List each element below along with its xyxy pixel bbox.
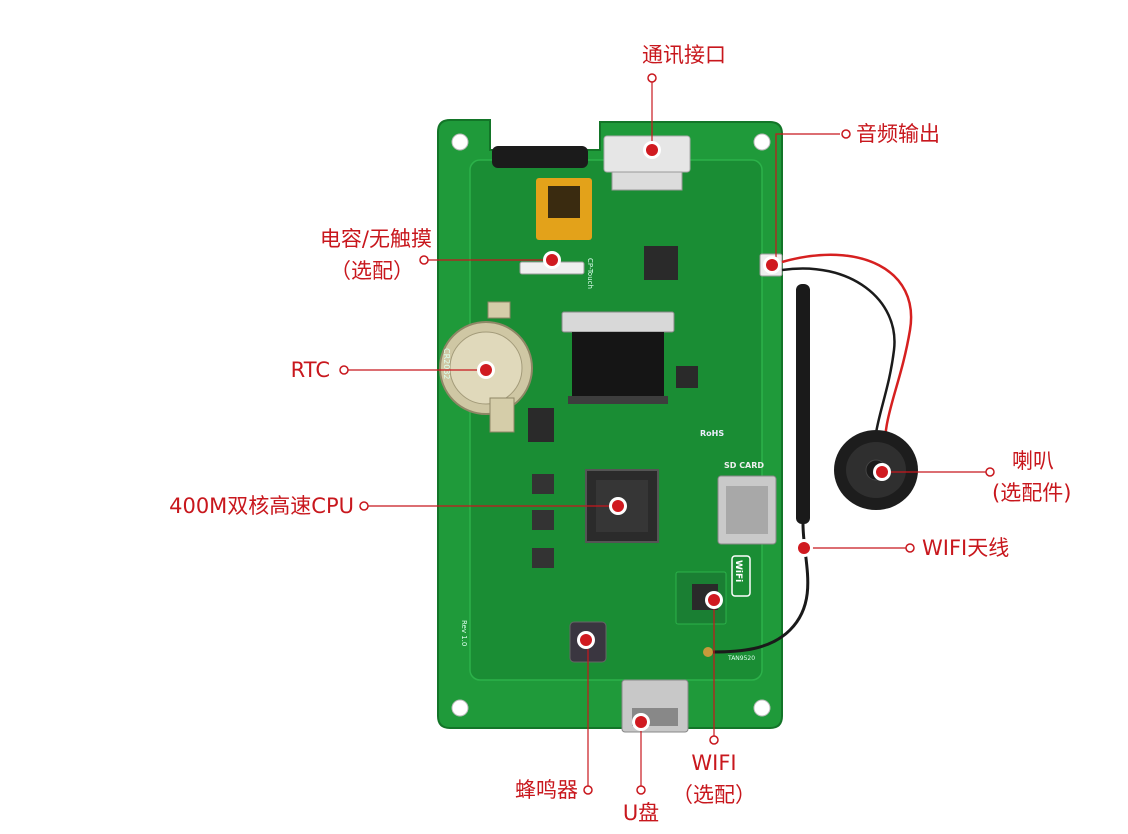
black-cable-top <box>492 146 588 168</box>
mounting-hole <box>451 133 469 151</box>
mounting-hole <box>451 699 469 717</box>
wifi-logo-box <box>731 555 751 597</box>
label-touch-line1: 电容/无触摸 <box>319 227 432 251</box>
label-audio-out: 音频输出 <box>856 122 940 146</box>
sd-card-label: SD CARD <box>724 461 764 470</box>
tan-label: TAN9520 <box>727 655 755 662</box>
dot-comm <box>643 141 661 159</box>
mounting-hole <box>753 133 771 151</box>
speaker-wire-black <box>781 267 896 461</box>
end-buzzer <box>583 785 593 795</box>
comm-connector-pins <box>611 171 683 191</box>
rohs-label: RoHS <box>700 429 724 438</box>
end-comm <box>647 73 657 83</box>
label-wifi-line1: WIFI <box>691 751 737 775</box>
label-touch-line2: （选配） <box>330 259 414 283</box>
touch-chip <box>548 186 580 218</box>
lcd-ribbon <box>572 332 664 396</box>
label-cpu: 400M双核高速CPU <box>169 494 354 518</box>
dot-wifi <box>705 591 723 609</box>
sd-card-slot-inner <box>726 486 768 534</box>
label-buzzer: 蜂鸣器 <box>515 778 578 802</box>
cr2032-label: CR2032 <box>442 348 451 380</box>
label-wifi-line2: （选配） <box>672 783 756 807</box>
lcd-fpc-connector <box>561 311 675 333</box>
end-speaker <box>985 467 995 477</box>
dot-rtc <box>477 361 495 379</box>
ic-chip <box>676 366 698 388</box>
wifi-logo-label: WiFi <box>733 560 743 582</box>
lcd-ribbon-end <box>568 396 668 404</box>
dot-usb <box>632 713 650 731</box>
end-wifi <box>709 735 719 745</box>
end-usb <box>636 785 646 795</box>
label-usb: U盘 <box>622 801 660 825</box>
end-rtc <box>339 365 349 375</box>
label-comm-port: 通讯接口 <box>642 43 726 67</box>
wifi-antenna <box>796 284 810 524</box>
dot-buzzer <box>577 631 595 649</box>
ic-chip <box>644 246 678 280</box>
end-touch <box>419 255 429 265</box>
touch-fpc-label: CP-Touch <box>586 258 594 289</box>
end-antenna <box>905 543 915 553</box>
dot-audio <box>763 256 781 274</box>
ic-chip <box>532 474 554 494</box>
label-speaker-line2: (选配件) <box>992 481 1072 505</box>
ic-chip <box>528 408 554 442</box>
dot-antenna <box>795 539 813 557</box>
ic-chip <box>532 510 554 530</box>
dot-speaker <box>873 463 891 481</box>
callout-lines <box>344 78 990 790</box>
label-speaker-line1: 喇叭 <box>1012 449 1054 473</box>
speaker-wire-red <box>781 253 913 461</box>
end-cpu <box>359 501 369 511</box>
label-rtc: RTC <box>290 358 330 382</box>
label-wifi-antenna: WIFI天线 <box>922 536 1010 560</box>
callout-line-audio <box>775 133 840 262</box>
dot-touch <box>543 251 561 269</box>
end-audio <box>841 129 851 139</box>
callout-dots <box>339 73 995 795</box>
rev-label: Rev 1.0 <box>460 620 468 646</box>
antenna-connector <box>703 647 713 657</box>
dot-cpu <box>609 497 627 515</box>
mounting-hole <box>753 699 771 717</box>
ic-chip <box>532 548 554 568</box>
